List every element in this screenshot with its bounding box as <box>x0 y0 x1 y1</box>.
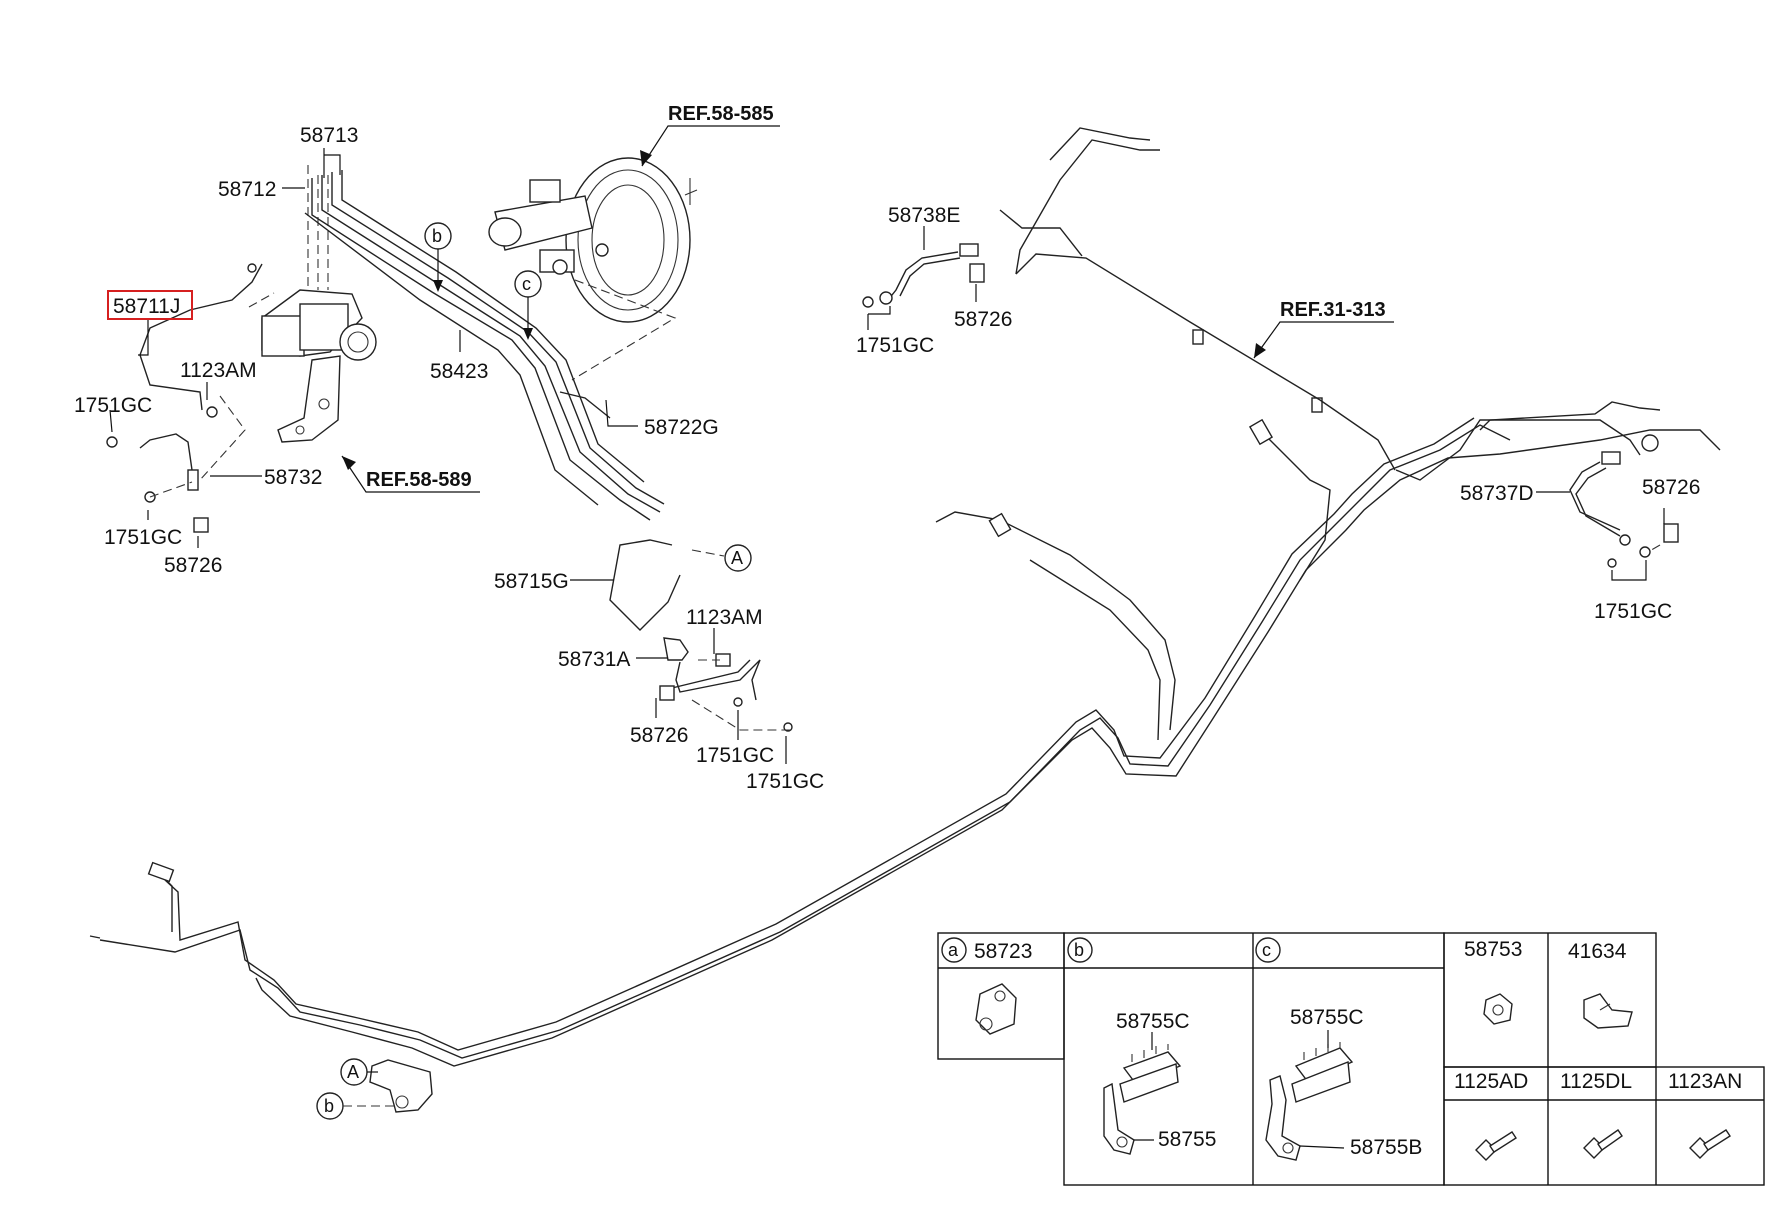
legend-a-part: 58723 <box>974 940 1032 963</box>
legend-c-part-top: 58755C <box>1290 1006 1364 1029</box>
legend-row2-col4: 1125AD <box>1454 1070 1528 1093</box>
marker-b-top: b <box>424 222 452 292</box>
callout-1123am-front-left: 1123AM <box>180 359 257 382</box>
rear-brake-pipes <box>89 127 1721 1067</box>
svg-text:A: A <box>731 548 743 568</box>
callout-58712: 58712 <box>218 178 276 201</box>
ref-58-589-leader: REF.58-589 <box>341 455 480 493</box>
bracket-58755b-drawing <box>1265 1075 1345 1161</box>
callout-58722g: 58722G <box>644 416 719 439</box>
clip-58755c-drawing-b <box>1119 1032 1182 1103</box>
ref-58-589-label: REF.58-589 <box>366 469 472 491</box>
callout-1123am-front-right: 1123AM <box>686 606 763 629</box>
ref-58-585-leader: REF.58-585 <box>640 103 780 167</box>
clip-58723-drawing <box>975 983 1017 1035</box>
callout-58732: 58732 <box>264 466 322 489</box>
callout-labels: 58713 58712 58711J 1123AM 1751GC 58732 1… <box>74 124 1700 793</box>
marker-c-top: c <box>514 270 542 340</box>
clip-41634-drawing <box>1583 993 1633 1029</box>
legend-marker-b: b <box>1074 940 1084 960</box>
callout-58423: 58423 <box>430 360 488 383</box>
callout-1751gc-front-right-2: 1751GC <box>746 770 824 793</box>
svg-text:A: A <box>347 1062 359 1082</box>
ref-58-585-label: REF.58-585 <box>668 103 774 125</box>
callout-1751gc-rear-right: 1751GC <box>1594 600 1672 623</box>
clip-58753-drawing <box>1483 993 1513 1025</box>
abs-hydraulic-unit <box>248 165 377 443</box>
callout-1751gc-rear-left: 1751GC <box>856 334 934 357</box>
brake-booster-master-cylinder <box>488 157 698 381</box>
callout-58726-rear-right: 58726 <box>1642 476 1700 499</box>
callout-58726-rear-left: 58726 <box>954 308 1012 331</box>
legend-marker-a: a <box>948 940 959 960</box>
bottom-bracket <box>369 1059 433 1113</box>
callout-1751gc-front-left-bottom: 1751GC <box>104 526 182 549</box>
callout-leaders <box>109 148 1665 764</box>
hose-58738e <box>862 243 985 308</box>
svg-text:c: c <box>522 274 531 294</box>
ref-31-313-label: REF.31-313 <box>1280 299 1386 321</box>
bolt-1125dl-drawing <box>1583 1129 1623 1159</box>
hose-58737d <box>1569 451 1679 568</box>
callout-1751gc-front-left-top: 1751GC <box>74 394 152 417</box>
legend-col4-header: 58753 <box>1464 938 1522 961</box>
clip-58755c-drawing-c <box>1291 1030 1354 1103</box>
legend-col5-header: 41634 <box>1568 940 1627 963</box>
callout-58738e: 58738E <box>888 204 960 227</box>
legend-row2-col5: 1125DL <box>1560 1070 1632 1093</box>
callout-58715g: 58715G <box>494 570 569 593</box>
callout-58711j: 58711J <box>113 295 180 318</box>
legend-b-part-top: 58755C <box>1116 1010 1190 1033</box>
callout-58713: 58713 <box>300 124 358 147</box>
highlight-box-58711j <box>107 290 193 320</box>
bolt-1125ad-drawing <box>1475 1131 1517 1161</box>
callout-1751gc-front-right-1: 1751GC <box>696 744 774 767</box>
legend-c-part-bottom: 58755B <box>1350 1136 1422 1159</box>
callout-58726-front-right: 58726 <box>630 724 688 747</box>
main-brake-pipes <box>106 170 681 631</box>
callout-58726-front-left: 58726 <box>164 554 222 577</box>
parts-legend-table: a 58723 b c 58753 41634 1125AD 1125DL 11… <box>937 932 1765 1186</box>
bracket-58755-drawing <box>1103 1082 1154 1155</box>
callout-58731a: 58731A <box>558 648 630 671</box>
bolt-1123an-drawing <box>1689 1129 1731 1159</box>
marker-a-bottom: A <box>340 1058 378 1086</box>
callout-58737d: 58737D <box>1460 482 1534 505</box>
legend-row2-col6: 1123AN <box>1668 1070 1742 1093</box>
legend-b-part-bottom: 58755 <box>1158 1128 1216 1151</box>
svg-text:b: b <box>324 1096 334 1116</box>
hose-58731a <box>659 637 793 732</box>
marker-a-front-right: A <box>691 544 752 572</box>
ref-31-313-leader: REF.31-313 <box>1253 299 1394 359</box>
legend-marker-c: c <box>1262 940 1271 960</box>
marker-b-bottom: b <box>316 1092 396 1120</box>
svg-text:b: b <box>432 226 442 246</box>
